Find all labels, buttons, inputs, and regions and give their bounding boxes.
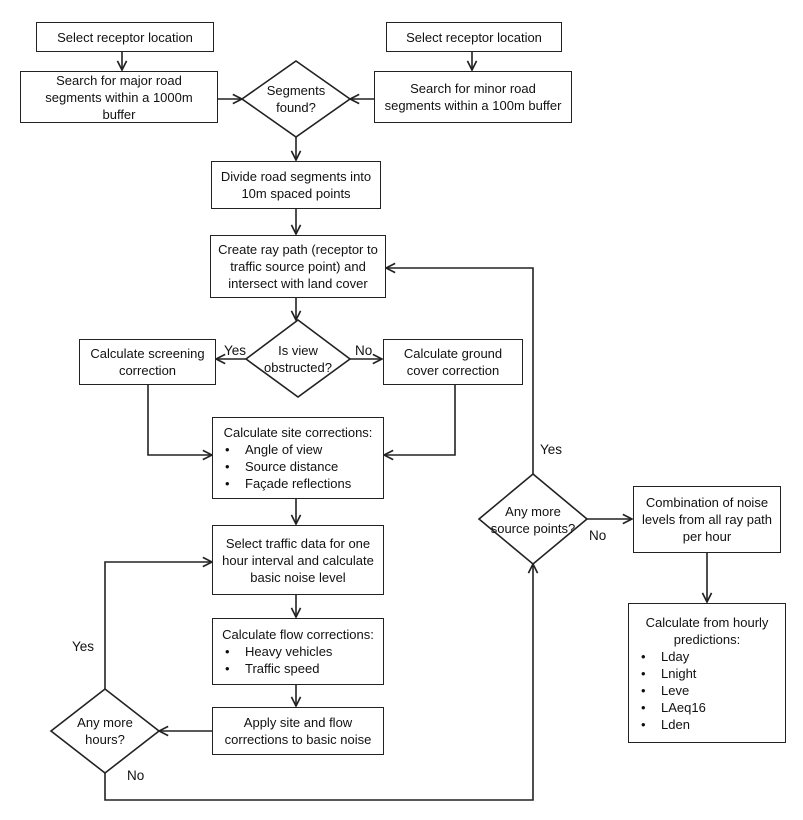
site-item-source-distance: Source distance <box>219 458 377 475</box>
search-major-roads-box: Search for major road segments within a … <box>20 71 218 123</box>
decision-hours-label: Any more hours? <box>77 715 133 747</box>
flow-corrections-title: Calculate flow corrections: <box>222 627 374 642</box>
ground-cover-correction-box: Calculate ground cover correction <box>383 339 523 385</box>
traffic-data-box: Select traffic data for one hour interva… <box>212 525 384 595</box>
hourly-predictions-box: Calculate from hourly predictions: Lday … <box>628 603 786 743</box>
create-ray-path-label: Create ray path (receptor to traffic sou… <box>218 242 378 291</box>
search-major-roads-label: Search for major road segments within a … <box>45 72 193 122</box>
divide-segments-box: Divide road segments into 10m spaced poi… <box>211 161 381 209</box>
select-receptor-right-label: Select receptor location <box>406 29 542 45</box>
hourly-predictions-title: Calculate from hourly predictions: <box>645 614 769 647</box>
flow-item-heavy-vehicles: Heavy vehicles <box>219 643 377 660</box>
divide-segments-label: Divide road segments into 10m spaced poi… <box>220 169 372 201</box>
arrow-ground-to-site <box>384 385 456 455</box>
search-minor-roads-box: Search for minor road segments within a … <box>374 71 572 123</box>
decision-view-shape <box>244 319 352 398</box>
screening-correction-box: Calculate screening correction <box>79 339 216 385</box>
flow-item-traffic-speed: Traffic speed <box>219 660 377 677</box>
combination-box: Combination of noise levels from all ray… <box>633 486 781 553</box>
apply-corrections-box: Apply site and flow corrections to basic… <box>212 707 384 755</box>
site-corrections-box: Calculate site corrections: Angle of vie… <box>212 417 384 499</box>
hourly-item-leve: Leve <box>635 682 779 699</box>
apply-corrections-label: Apply site and flow corrections to basic… <box>224 715 372 747</box>
hourly-item-lnight: Lnight <box>635 665 779 682</box>
create-ray-path-box: Create ray path (receptor to traffic sou… <box>210 235 386 298</box>
edge-label-source-yes: Yes <box>540 442 563 457</box>
select-receptor-left-label: Select receptor location <box>57 29 193 45</box>
edge-label-hours-no: No <box>127 768 145 783</box>
edge-label-view-no: No <box>355 343 373 358</box>
decision-source-label: Any more source points? <box>490 504 576 536</box>
arrow-source-yes-loop <box>386 268 534 474</box>
edge-label-hours-yes: Yes <box>72 639 95 654</box>
site-item-facade-reflections: Façade reflections <box>219 475 377 492</box>
select-receptor-right-box: Select receptor location <box>386 22 562 52</box>
edge-label-view-yes: Yes <box>224 343 247 358</box>
flow-corrections-box: Calculate flow corrections: Heavy vehicl… <box>212 618 384 685</box>
ground-cover-correction-label: Calculate ground cover correction <box>403 346 503 378</box>
edge-label-source-no: No <box>589 528 607 543</box>
hourly-item-lday: Lday <box>635 648 779 665</box>
decision-segments-label: Segments found? <box>266 83 326 115</box>
decision-view-label: Is view obstructed? <box>264 343 332 375</box>
arrow-hours-no-to-source <box>104 564 533 801</box>
combination-label: Combination of noise levels from all ray… <box>641 495 773 544</box>
arrow-hours-yes-loop <box>104 562 212 689</box>
hourly-item-laeq16: LAeq16 <box>635 699 779 716</box>
traffic-data-label: Select traffic data for one hour interva… <box>222 535 374 585</box>
screening-correction-label: Calculate screening correction <box>90 346 205 378</box>
arrow-screening-to-site <box>147 385 212 455</box>
select-receptor-left-box: Select receptor location <box>36 22 214 52</box>
site-item-angle-of-view: Angle of view <box>219 441 377 458</box>
site-corrections-title: Calculate site corrections: <box>223 425 373 440</box>
hourly-item-lden: Lden <box>635 716 779 733</box>
search-minor-roads-label: Search for minor road segments within a … <box>384 81 562 113</box>
